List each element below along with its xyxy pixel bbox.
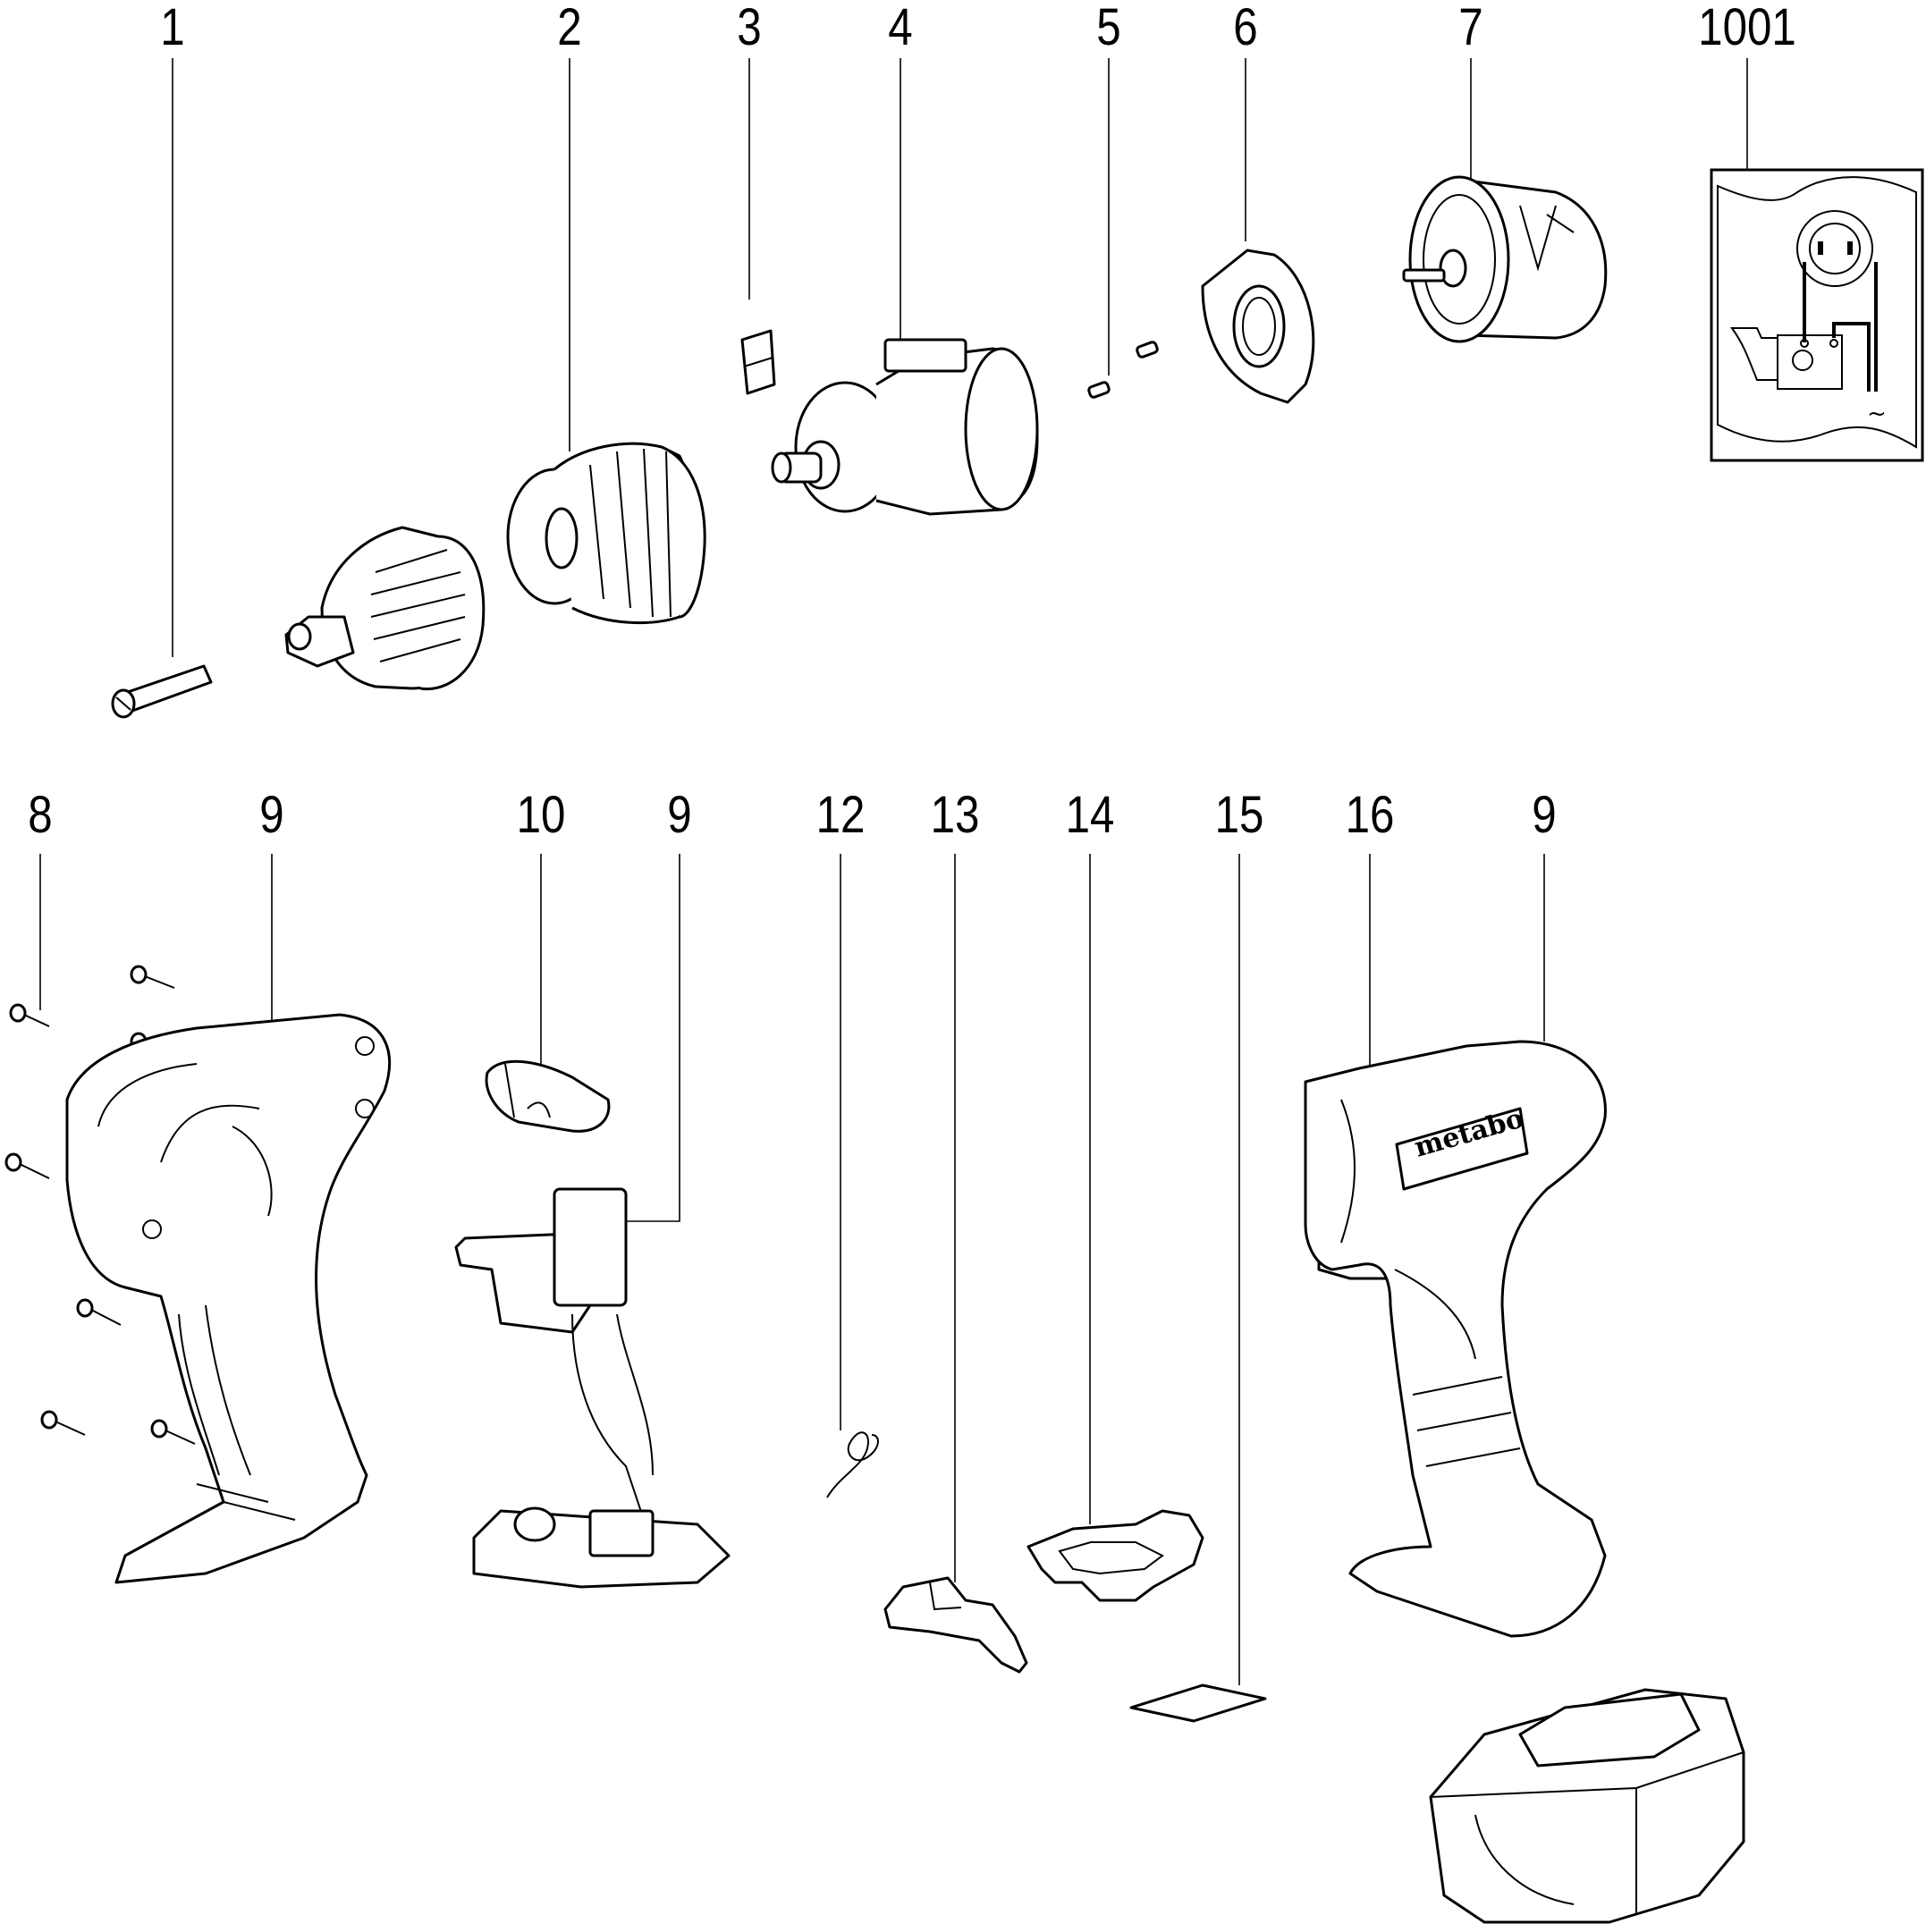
battery-pack <box>1429 1688 1745 1924</box>
part-3-clip <box>740 329 776 395</box>
part-1-screw <box>111 664 213 719</box>
callout-label-6: 6 <box>1233 0 1258 56</box>
part-6-flange <box>1201 249 1315 404</box>
metabo-logo <box>1395 1107 1529 1191</box>
callout-label-5: 5 <box>1096 0 1121 56</box>
callout-label-14: 14 <box>1065 786 1115 844</box>
callout-label-1001: 1001 <box>1698 0 1796 56</box>
ac-symbol: ~ <box>1867 401 1887 427</box>
callout-label-16: 16 <box>1345 786 1395 844</box>
part-5-screws <box>1087 341 1159 399</box>
part-2-chuck-front <box>284 526 486 691</box>
callout-label-9c: 9 <box>1532 786 1557 844</box>
part-14-contact-holder <box>1026 1509 1204 1602</box>
callout-label-10: 10 <box>516 786 566 844</box>
callout-label-3: 3 <box>737 0 762 56</box>
callout-label-12: 12 <box>815 786 866 844</box>
part-15-label-plate <box>1129 1683 1267 1723</box>
callout-label-2: 2 <box>557 0 582 56</box>
callout-label-13: 13 <box>930 786 980 844</box>
part-9-housing-right <box>1304 1040 1607 1638</box>
callout-label-4: 4 <box>888 0 913 56</box>
part-1001-wiring-diagram-box <box>1710 168 1924 462</box>
part-13-latch <box>883 1576 1028 1674</box>
callout-label-1: 1 <box>160 0 185 56</box>
part-9-housing-left <box>65 1013 392 1584</box>
part-9-switch-assembly <box>454 1187 731 1589</box>
callout-label-9b: 9 <box>667 786 692 844</box>
part-7-motor <box>1402 175 1608 343</box>
callout-label-15: 15 <box>1214 786 1264 844</box>
part-10-direction-slider <box>485 1059 611 1133</box>
callout-label-9a: 9 <box>259 786 284 844</box>
part-4-gearbox <box>771 338 1039 516</box>
leader-line-9b <box>626 854 680 1222</box>
part-12-spring <box>826 1431 879 1498</box>
callout-label-8: 8 <box>28 786 53 844</box>
part-2-chuck-sleeve <box>506 442 706 625</box>
callout-label-7: 7 <box>1458 0 1483 56</box>
